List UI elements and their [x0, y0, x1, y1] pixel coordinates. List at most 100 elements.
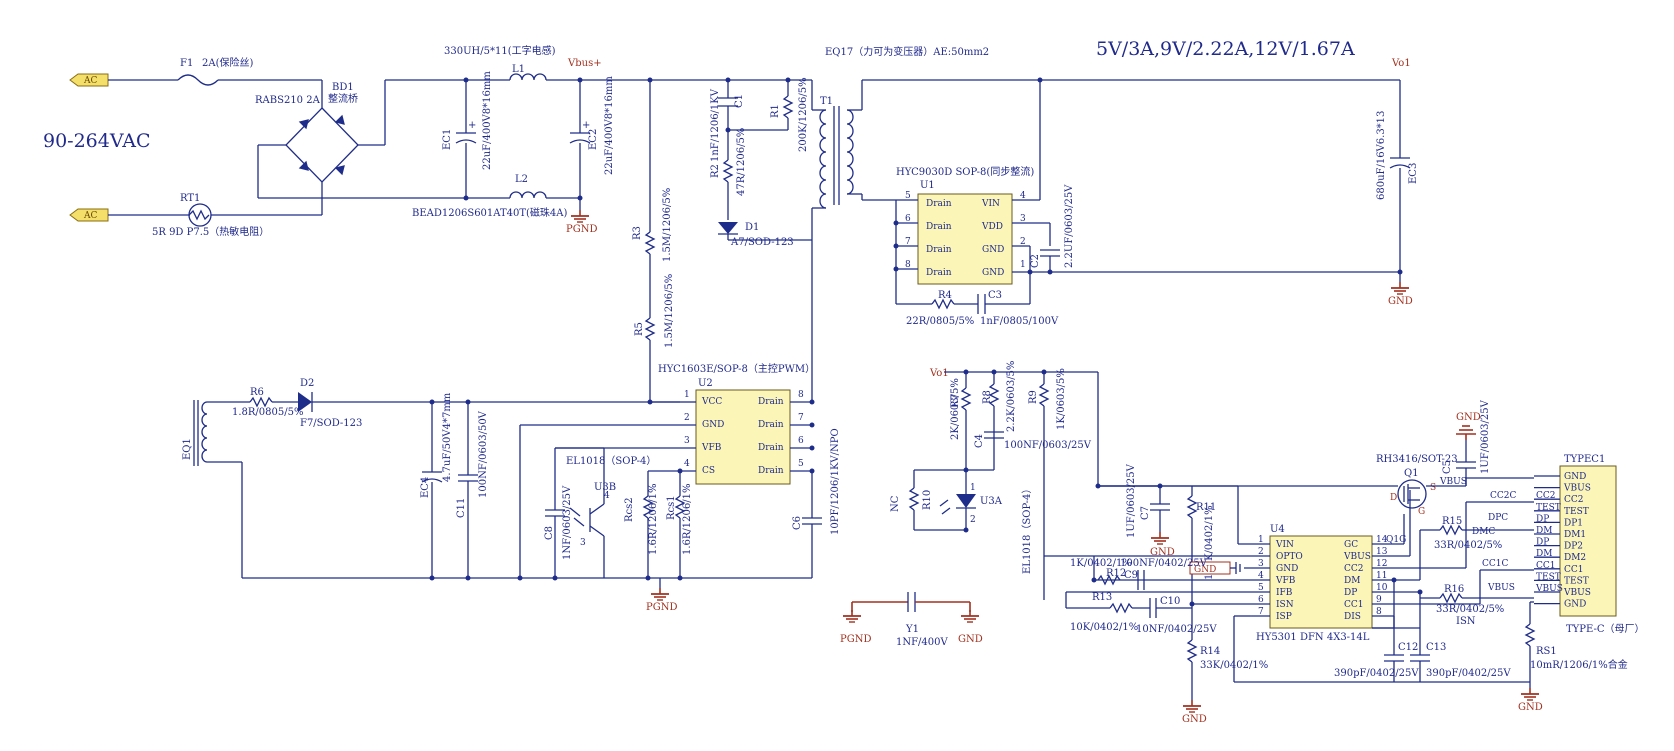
optocoupler-u3b: EL1018（SOP-4） U3B 4 3 [566, 455, 656, 548]
ic-u1: U1 HYC9030D SOP-8(同步整流) Drain Drain Drai… [896, 165, 1034, 285]
svg-text:1K/0402/1%: 1K/0402/1% [1070, 558, 1132, 569]
svg-text:8: 8 [905, 260, 911, 270]
svg-text:R14: R14 [1200, 646, 1220, 657]
svg-text:EL1018（SOP-4）: EL1018（SOP-4） [1021, 484, 1033, 574]
svg-text:T1: T1 [820, 96, 833, 107]
capacitor-ec4: EC4 4.7uF/50V4*7mm [420, 392, 453, 498]
svg-text:Drain: Drain [926, 268, 952, 278]
dmc-net: DMC [1472, 527, 1495, 537]
resistor-r11: R11 100K/0402/1% [1186, 495, 1216, 580]
svg-text:5: 5 [798, 459, 804, 469]
svg-text:Drain: Drain [758, 443, 784, 453]
svg-text:6: 6 [1258, 595, 1264, 605]
svg-text:RS1: RS1 [1536, 646, 1557, 657]
resistor-r9: R9 1K/0603/5% [1028, 368, 1067, 430]
svg-text:D2: D2 [300, 378, 314, 389]
typec-net-label: DP [1536, 538, 1549, 548]
svg-text:C2: C2 [1030, 254, 1041, 268]
svg-text:HY5301 DFN 4X3-14L: HY5301 DFN 4X3-14L [1256, 632, 1370, 643]
svg-text:1.5M/1206/5%: 1.5M/1206/5% [662, 188, 673, 262]
svg-text:VDD: VDD [981, 222, 1003, 232]
svg-text:Drain: Drain [758, 466, 784, 476]
svg-text:6: 6 [905, 214, 911, 224]
svg-text:VBUS: VBUS [1343, 552, 1371, 562]
svg-text:R8: R8 [982, 390, 993, 404]
gnd-label-r14: GND [1182, 714, 1207, 725]
svg-text:Drain: Drain [758, 420, 784, 430]
dpc-net: DPC [1488, 513, 1508, 523]
typec-pin-label: CC1 [1564, 565, 1584, 575]
svg-text:C8: C8 [544, 526, 555, 540]
aux-winding-eq1: EQ1 [182, 400, 208, 466]
svg-text:Y1: Y1 [905, 624, 919, 635]
svg-text:10PF/1206/1KV/NPO: 10PF/1206/1KV/NPO [830, 428, 841, 535]
resistor-r5: R5 1.5M/1206/5% [634, 274, 675, 348]
resistor-r7: R7 2K/0603/5% [950, 378, 972, 440]
svg-text:2A(保险丝): 2A(保险丝) [202, 56, 253, 69]
svg-text:1: 1 [970, 483, 976, 493]
mosfet-q1: Q1 RH3416/SOT-23 D G S [1376, 454, 1458, 517]
svg-text:3: 3 [580, 538, 586, 548]
svg-text:10: 10 [1376, 583, 1388, 593]
svg-text:100NF/0402/25V: 100NF/0402/25V [1120, 558, 1208, 569]
typec-pin-label: TEST [1564, 576, 1589, 586]
svg-text:C1: C1 [734, 94, 745, 108]
svg-text:GND: GND [982, 268, 1004, 278]
svg-text:BEAD1206S601AT40T(磁珠4A): BEAD1206S601AT40T(磁珠4A) [412, 206, 567, 219]
svg-text:BD1: BD1 [332, 82, 354, 93]
svg-text:HYC9030D SOP-8(同步整流): HYC9030D SOP-8(同步整流) [896, 165, 1034, 178]
ac-port-1: AC [69, 73, 109, 87]
svg-text:4: 4 [604, 491, 610, 501]
svg-text:R10: R10 [922, 490, 933, 510]
svg-text:CC1: CC1 [1344, 600, 1364, 610]
ac-port-2: AC [69, 208, 109, 222]
svg-text:390pF/0402/25V: 390pF/0402/25V [1334, 668, 1419, 679]
svg-text:2: 2 [970, 515, 976, 525]
svg-text:+: + [582, 120, 590, 131]
svg-text:100NF/0603/50V: 100NF/0603/50V [478, 410, 489, 498]
svg-text:GND: GND [1276, 564, 1298, 574]
svg-text:DIS: DIS [1344, 612, 1361, 622]
svg-text:GND: GND [982, 245, 1004, 255]
pgnd-label-y1: PGND [840, 634, 871, 645]
svg-text:EC4: EC4 [420, 477, 431, 498]
svg-text:2.2UF/0603/25V: 2.2UF/0603/25V [1064, 184, 1075, 268]
svg-text:C5: C5 [1442, 460, 1453, 474]
svg-text:U3B: U3B [594, 482, 616, 493]
svg-text:1.6R/1206/1%: 1.6R/1206/1% [648, 484, 659, 555]
svg-text:13: 13 [1376, 547, 1388, 557]
typec-pin-label: GND [1564, 472, 1586, 482]
svg-text:R2: R2 [710, 164, 721, 178]
ac-range-title: 90-264VAC [43, 130, 151, 152]
svg-text:10NF/0402/25V: 10NF/0402/25V [1136, 624, 1217, 635]
svg-text:200K/1206/5%: 200K/1206/5% [798, 77, 809, 152]
svg-text:2: 2 [1258, 547, 1264, 557]
svg-text:7: 7 [905, 237, 911, 247]
svg-text:GND: GND [1194, 565, 1216, 575]
gnd-symbol-c5: GND [1456, 412, 1481, 440]
capacitor-ec1: + EC1 22uF/400V8*16mm [442, 71, 493, 170]
svg-text:4: 4 [1258, 571, 1264, 581]
svg-text:GND: GND [702, 420, 724, 430]
svg-text:3: 3 [684, 436, 690, 446]
gnd-label-rs1: GND [1518, 702, 1543, 713]
capacitor-c12: C12 390pF/0402/25V [1334, 642, 1419, 679]
resistor-rs1: RS1 10mR/1206/1%合金 [1524, 623, 1628, 671]
svg-text:S: S [1430, 483, 1436, 493]
diode-d1: D1 A7/SOD-123 [718, 222, 794, 248]
svg-text:C12: C12 [1398, 642, 1418, 653]
svg-text:14: 14 [1376, 535, 1388, 545]
typec-pin-label: VBUS [1563, 588, 1591, 598]
svg-text:RT1: RT1 [180, 193, 200, 204]
typec-pin-label: DP1 [1564, 518, 1583, 528]
svg-text:VIN: VIN [1275, 540, 1294, 550]
svg-text:22R/0805/5%: 22R/0805/5% [906, 316, 974, 327]
svg-text:R6: R6 [250, 387, 264, 398]
svg-text:C6: C6 [792, 516, 803, 530]
capacitor-c3: C3 1nF/0805/100V [977, 290, 1059, 327]
svg-text:Rcs2: Rcs2 [624, 497, 635, 522]
svg-text:ISP: ISP [1276, 612, 1292, 622]
svg-text:6: 6 [798, 436, 804, 446]
capacitor-c9: C9 100NF/0402/25V [1120, 558, 1208, 590]
svg-text:U1: U1 [920, 180, 935, 191]
